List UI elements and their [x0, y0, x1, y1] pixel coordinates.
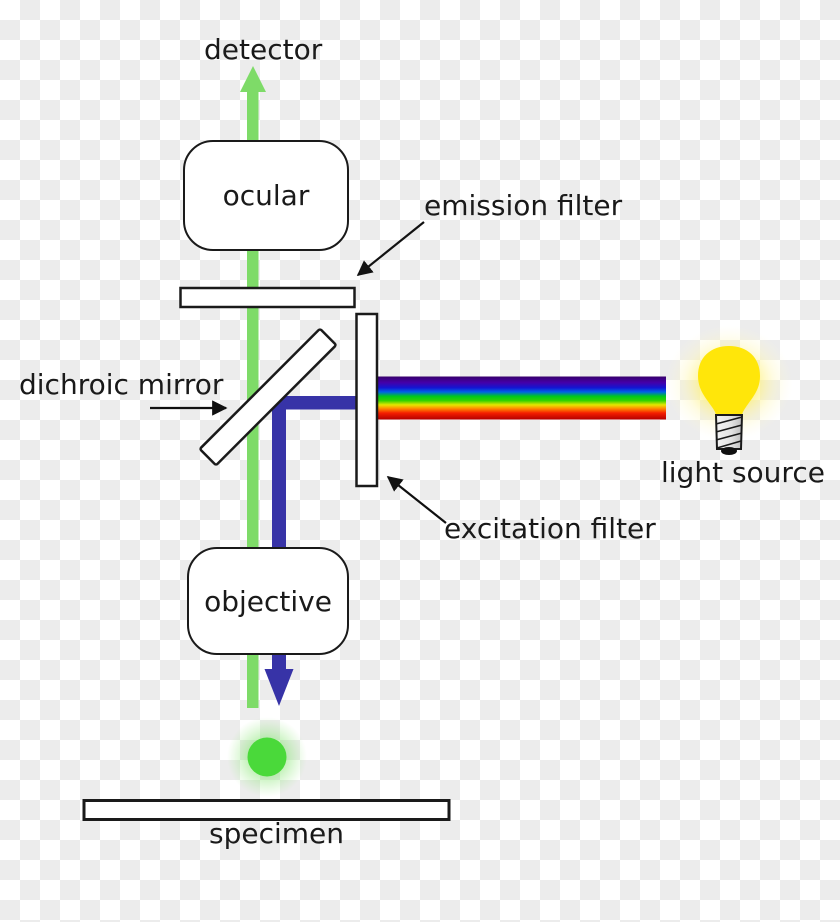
- emission-filter-label: emission filter: [424, 189, 623, 222]
- excitation-filter-label: excitation filter: [444, 512, 656, 545]
- specimen-label: specimen: [209, 817, 345, 850]
- bulb-glass: [698, 346, 760, 416]
- annotation-arrow-emission-filter: [356, 221, 425, 276]
- white-light-spectrum-beam: [377, 376, 666, 420]
- light-bulb-icon: [665, 325, 793, 455]
- specimen-stage-bar: [82, 799, 451, 821]
- specimen-fluorescence-dot: [227, 717, 307, 797]
- bulb-contact-tip: [721, 447, 737, 455]
- fluorescence-core: [247, 737, 287, 777]
- emission-filter-bar: [179, 286, 356, 309]
- ocular-label: ocular: [222, 179, 310, 212]
- bulb-screw-base: [714, 414, 744, 450]
- emission-beam-arrowhead-icon: [240, 66, 266, 92]
- ocular-box: ocular: [183, 140, 349, 251]
- dichroic-mirror-bar: [199, 328, 337, 466]
- excitation-beam-horizontal: [272, 396, 356, 410]
- excitation-beam-arrowhead-icon: [264, 669, 294, 706]
- objective-label: objective: [204, 584, 332, 618]
- detector-label: detector: [204, 33, 323, 66]
- dichroic-mirror-label: dichroic mirror: [19, 368, 224, 401]
- objective-box: objective: [187, 547, 349, 655]
- annotation-arrow-excitation-filter: [386, 476, 447, 524]
- bulb-screw-threads: [715, 416, 743, 449]
- light-source-label: light source: [661, 456, 825, 489]
- excitation-filter-bar: [355, 312, 379, 488]
